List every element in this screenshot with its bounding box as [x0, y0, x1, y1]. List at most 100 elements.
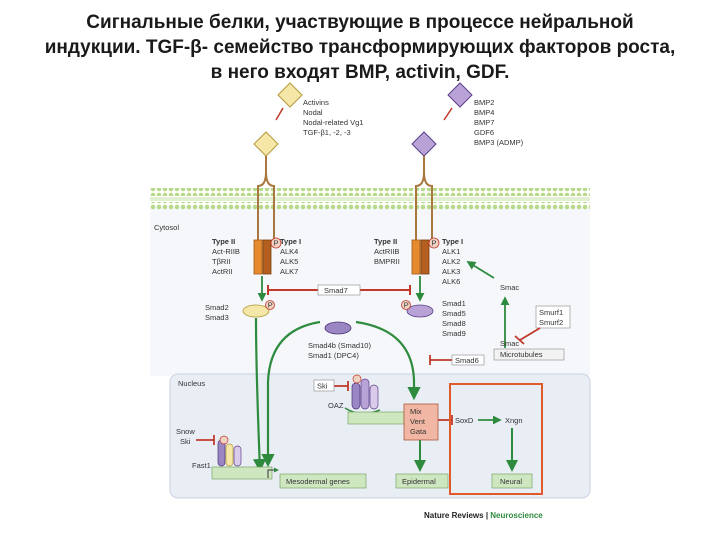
- left-type1-item: ALK5: [280, 257, 298, 266]
- epidermal-label: Epidermal: [402, 477, 436, 486]
- smad7-inhibition: [267, 284, 411, 296]
- ski-inhibition: [334, 381, 349, 391]
- left-rsmad-icon: [242, 304, 270, 318]
- epidermal-box: [395, 473, 449, 489]
- mix-label: Mix: [410, 407, 422, 416]
- smad4b-label: Smad4b (Smad10): [308, 341, 371, 350]
- right-receptor-shaft: [415, 156, 433, 240]
- right-type1-item: ALK6: [442, 277, 460, 286]
- credit-separator: |: [484, 511, 491, 520]
- right-receptor-phospho: [428, 237, 440, 249]
- smad5-label: Smad5: [442, 309, 466, 318]
- left-rsmad-phospho: [265, 300, 275, 310]
- vent-label: Vent: [410, 417, 426, 426]
- left-type2-item: ActRII: [212, 267, 232, 276]
- fast1-dna-bar: [211, 466, 273, 480]
- ligand-bmp4-label: BMP4: [474, 108, 494, 117]
- left-type1-title: Type I: [280, 237, 301, 246]
- right-rsmad-phospho-label: P: [404, 301, 409, 310]
- oaz-label: OAZ: [328, 401, 344, 410]
- cytosol-region: [150, 208, 590, 376]
- mesodermal-genes-box: [279, 473, 367, 489]
- right-rsmad-icon: [406, 304, 434, 318]
- snow-ski-inhibition: [196, 435, 215, 445]
- ligand-gdf6-label: GDF6: [474, 128, 494, 137]
- smac-bottom-label: Smac: [500, 339, 519, 348]
- ski-label: Ski: [317, 382, 328, 391]
- left-complex-curve-arrow: [261, 320, 321, 468]
- left-type1-item: ALK7: [280, 267, 298, 276]
- soxd-label: SoxD: [455, 416, 474, 425]
- mesodermal-genes-label: Mesodermal genes: [286, 477, 350, 486]
- title-line-3: в него входят BMP, activin, GDF.: [210, 62, 510, 83]
- ligand-tgf-beta-label: TGF-β1, -2, -3: [303, 128, 351, 137]
- smac-top-label: Smac: [500, 283, 519, 292]
- fast1-label: Fast1: [192, 461, 211, 470]
- bmp-ligand-icon: [411, 82, 473, 157]
- cell-membrane: [150, 188, 590, 210]
- smac-to-receptor-arrow: [466, 261, 495, 279]
- ligand-nodal-label: Nodal: [303, 108, 323, 117]
- snow-label: Snow: [176, 427, 195, 436]
- ligand-nodal-vg1-label: Nodal-related Vg1: [303, 118, 363, 127]
- microtubules-label: Microtubules: [500, 350, 543, 359]
- credit-journal: Neuroscience: [490, 511, 543, 520]
- neural-box: [491, 473, 533, 489]
- left-smad-to-nucleus-arrow: [252, 317, 267, 473]
- ligand-activins-label: Activins: [303, 98, 329, 107]
- left-type2-item: TβRII: [212, 257, 230, 266]
- ligand-bmp3-label: BMP3 (ADMP): [474, 138, 524, 147]
- smad6-inhibition: [429, 354, 485, 366]
- smad7-label: Smad7: [324, 286, 348, 295]
- left-receptor-phospho-label: P: [274, 239, 279, 248]
- smurf-inhibition: [514, 327, 541, 345]
- right-rsmad-phospho: [401, 300, 411, 310]
- right-type2-title: Type II: [374, 237, 397, 246]
- nucleus-region: [169, 373, 591, 499]
- smad1-label: Smad1: [442, 299, 466, 308]
- bmp-inhibitor-mark: [443, 107, 453, 121]
- title-line-1: Сигнальные белки, участвующие в процессе…: [86, 12, 634, 33]
- source-credit: Nature Reviews | Neuroscience: [424, 511, 543, 520]
- left-receptor-phospho: [270, 237, 282, 249]
- smad4-dpc4-label: Smad1 (DPC4): [308, 351, 359, 360]
- right-type1-item: ALK3: [442, 267, 460, 276]
- ski-box: [313, 379, 335, 392]
- neural-label: Neural: [500, 477, 522, 486]
- right-type1-title: Type I: [442, 237, 463, 246]
- right-type2-item: BMPRII: [374, 257, 400, 266]
- left-type2-title: Type II: [212, 237, 235, 246]
- right-type1-item: ALK2: [442, 257, 460, 266]
- co-smad-icon: [324, 321, 352, 335]
- neural-induction-highlight: [449, 383, 543, 495]
- smad9-label: Smad9: [442, 329, 466, 338]
- ligand-bmp2-label: BMP2: [474, 98, 494, 107]
- smad6-label: Smad6: [455, 356, 479, 365]
- gata-label: Gata: [410, 427, 427, 436]
- right-complex-curve-arrow: [355, 320, 421, 401]
- smad3-label: Smad3: [205, 313, 229, 322]
- ski-left-label: Ski: [180, 437, 191, 446]
- smurf-box: [535, 305, 571, 329]
- oaz-smad-complex-icon: [351, 374, 379, 410]
- fast1-to-mesodermal-arrow: [267, 467, 279, 478]
- right-receptor-kinase: [411, 239, 430, 275]
- ligand-bmp7-label: BMP7: [474, 118, 494, 127]
- left-receptor-kinase: [253, 239, 272, 275]
- mix-vent-gata-box: [403, 403, 439, 441]
- activin-ligand-icon: [253, 82, 303, 157]
- oaz-dna-bar: [347, 411, 405, 425]
- left-rsmad-phospho-label: P: [268, 301, 273, 310]
- activin-inhibitor-mark: [275, 107, 284, 121]
- smad8-label: Smad8: [442, 319, 466, 328]
- left-receptor-shaft: [257, 156, 275, 240]
- left-type2-item: Act-RIIB: [212, 247, 240, 256]
- left-type1-item: ALK4: [280, 247, 298, 256]
- microtubules-bar: [493, 348, 565, 361]
- slide-title: Сигнальные белки, участвующие в процессе…: [0, 10, 720, 85]
- right-receptor-phospho-label: P: [432, 239, 437, 248]
- smad2-label: Smad2: [205, 303, 229, 312]
- title-line-2: индукции. TGF-β- семейство трансформирую…: [44, 37, 676, 58]
- cytosol-label: Cytosol: [154, 223, 179, 232]
